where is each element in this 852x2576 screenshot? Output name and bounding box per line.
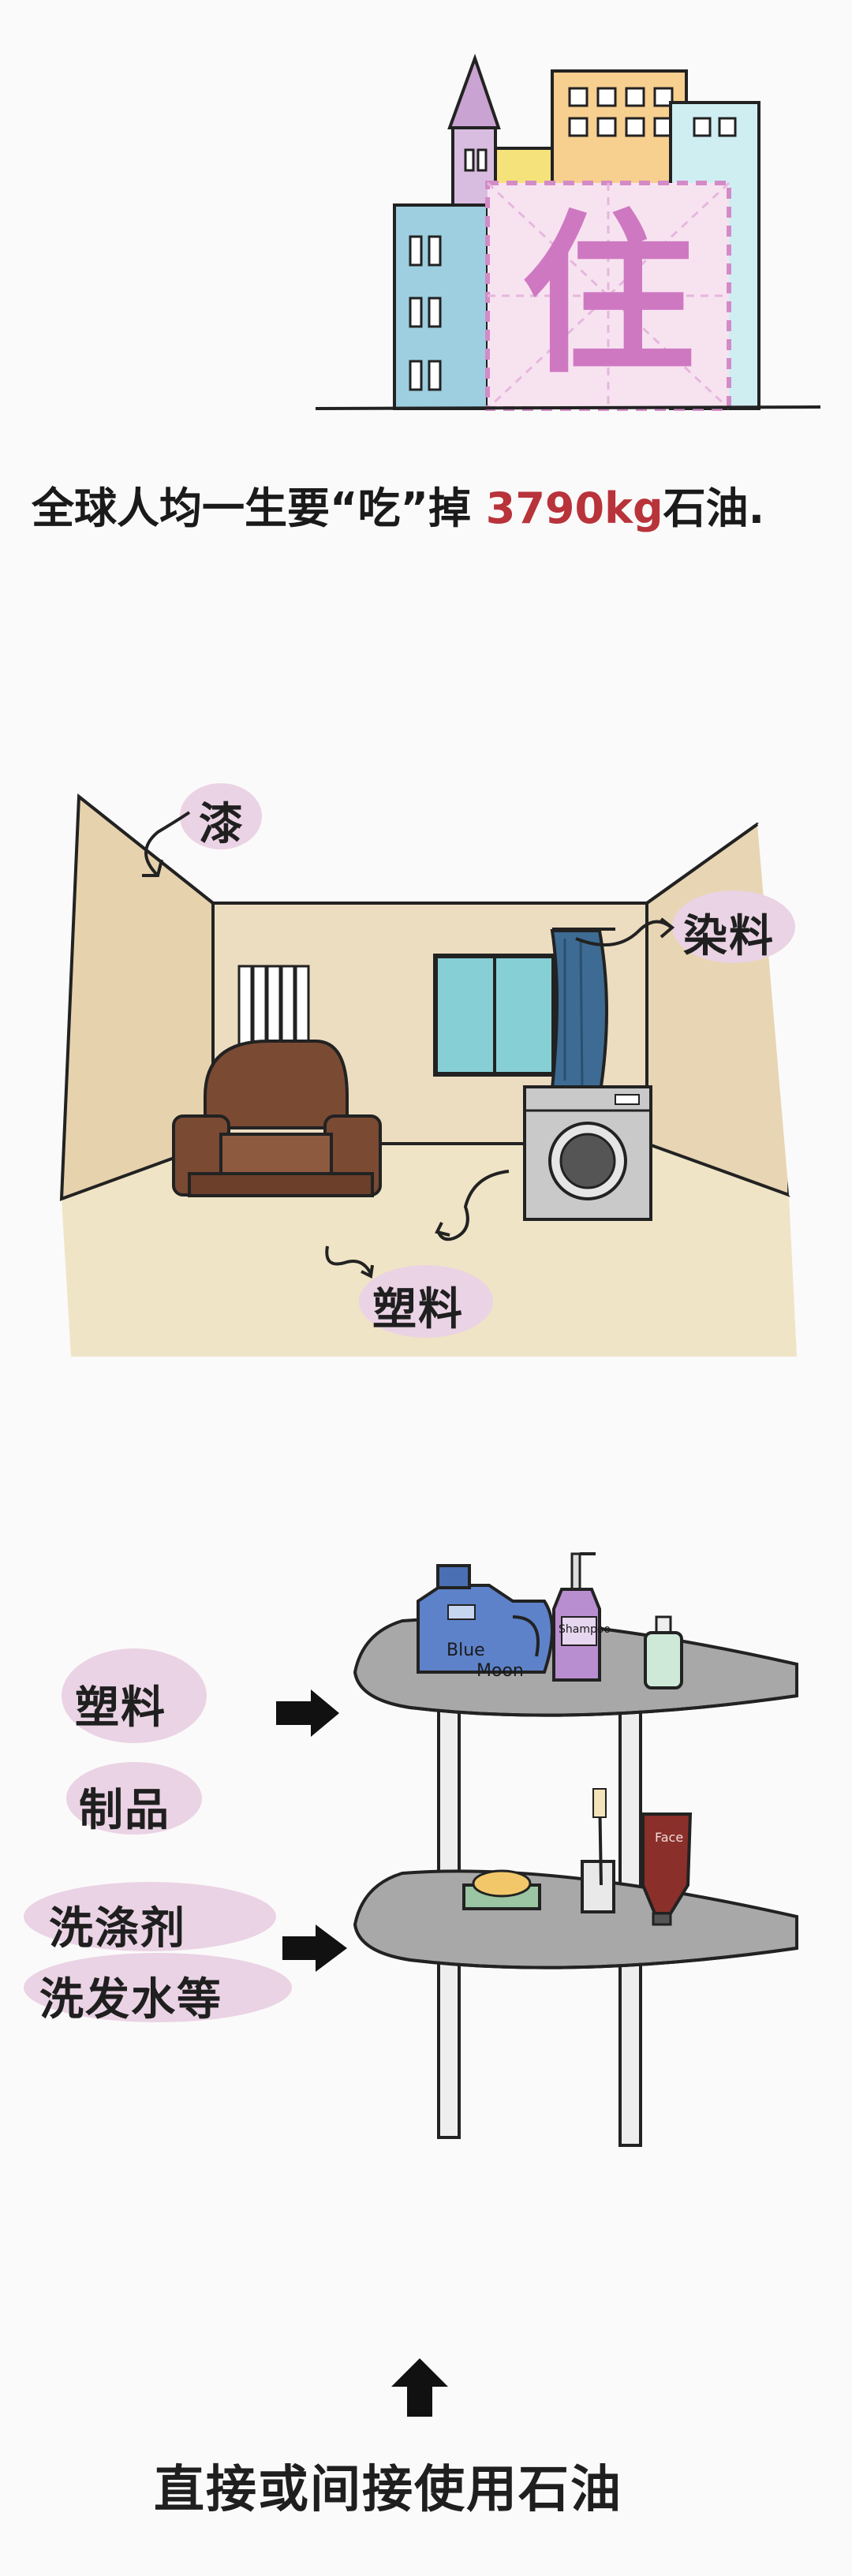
bathroom-shelf-icon bbox=[24, 1552, 798, 2147]
intro-statement: 全球人均一生要“吃”掉 3790kg石油. bbox=[32, 473, 820, 536]
category-character: 住 bbox=[521, 195, 695, 397]
label-detergent-1: 洗涤剂 bbox=[49, 1903, 186, 1954]
intro-suffix: 石油. bbox=[663, 483, 765, 533]
conclusion-text: 直接或间接使用石油 bbox=[154, 2461, 622, 2519]
intro-prefix: 全球人均一生要“吃”掉 bbox=[32, 483, 486, 533]
intro-highlight-value: 3790kg bbox=[485, 483, 663, 533]
label-dye: 染料 bbox=[683, 911, 775, 962]
label-plastic-floor: 塑料 bbox=[372, 1284, 464, 1335]
label-detergent-2: 洗发水等 bbox=[39, 1974, 222, 2025]
label-plastic-products-1: 塑料 bbox=[75, 1682, 166, 1734]
label-paint: 漆 bbox=[199, 799, 245, 850]
living-room-icon bbox=[59, 757, 852, 1357]
bottle-blue-label-2: Moon bbox=[476, 1661, 524, 1681]
city-buildings-icon bbox=[315, 53, 821, 411]
bottle-blue-label-1: Blue bbox=[447, 1641, 485, 1660]
label-plastic-products-2: 制品 bbox=[79, 1785, 170, 1836]
up-arrow-icon bbox=[391, 2358, 448, 2417]
bottle-shampoo-label: Shampoo bbox=[559, 1623, 611, 1636]
bottle-face-label: Face bbox=[655, 1830, 684, 1845]
